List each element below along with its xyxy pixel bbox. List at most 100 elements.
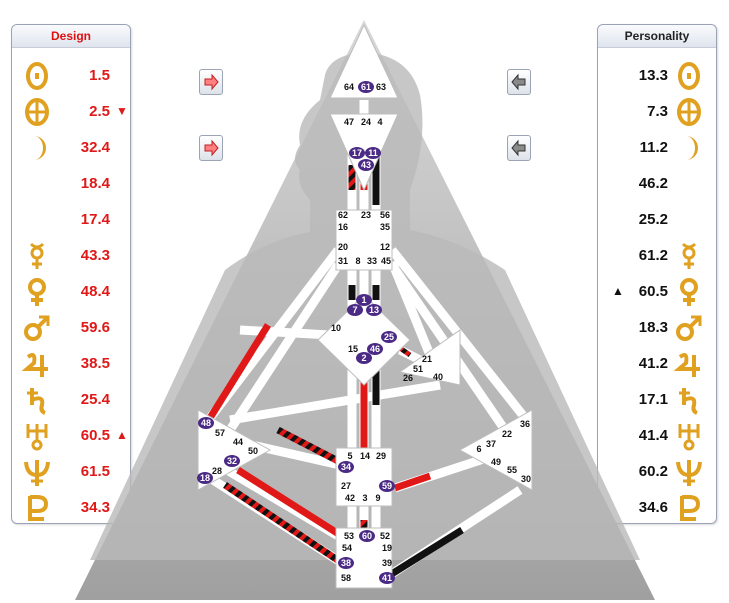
mercury-icon xyxy=(29,242,45,269)
throat-center xyxy=(335,209,393,271)
design-value: 34.3 xyxy=(80,499,110,516)
gate-7: 7 xyxy=(352,305,357,315)
gate-33: 33 xyxy=(367,256,377,266)
gate-11: 11 xyxy=(368,148,378,158)
jupiter-icon xyxy=(674,353,700,377)
active-channels xyxy=(207,150,464,578)
gate-5: 5 xyxy=(347,451,352,461)
venus-icon xyxy=(28,278,46,306)
active-gate-marker xyxy=(349,147,365,159)
design-value: 48.4 xyxy=(80,283,110,300)
gate-22: 22 xyxy=(502,429,512,439)
active-gate-marker xyxy=(197,472,213,484)
personality-row-5: 61.2 xyxy=(598,239,716,273)
gate-37: 37 xyxy=(486,439,496,449)
gate-28: 28 xyxy=(212,466,222,476)
active-gate-marker xyxy=(379,572,395,584)
active-gate-marker xyxy=(356,294,372,306)
design-value: 2.5 xyxy=(89,103,110,120)
mars-icon xyxy=(676,315,702,341)
design-row-7: 59.6 xyxy=(12,311,130,345)
personality-row-2: 11.2 xyxy=(598,131,716,165)
personality-row-3: 46.2 xyxy=(598,167,716,201)
design-row-8: 38.5 xyxy=(12,347,130,381)
personality-row-9: 17.1 xyxy=(598,383,716,417)
design-next-button[interactable] xyxy=(199,69,223,95)
personality-row-0: 13.3 xyxy=(598,59,716,93)
gate-14: 14 xyxy=(360,451,370,461)
personality-row-10: 41.4 xyxy=(598,419,716,453)
gate-55: 55 xyxy=(507,465,517,475)
personality-value: 34.6 xyxy=(638,499,668,516)
active-gate-marker xyxy=(356,352,372,364)
personality-value: 18.3 xyxy=(638,319,668,336)
neptune-icon xyxy=(24,460,50,486)
gate-52: 52 xyxy=(380,531,390,541)
gate-30: 30 xyxy=(521,474,531,484)
saturn-icon xyxy=(27,388,46,415)
active-gate-marker xyxy=(347,304,363,316)
heart-center xyxy=(398,329,461,386)
design-value: 18.4 xyxy=(80,175,110,192)
gate-27: 27 xyxy=(341,481,351,491)
gate-58: 58 xyxy=(341,573,351,583)
gate-18: 18 xyxy=(200,473,210,483)
personality-row-12: 34.6 xyxy=(598,491,716,525)
sun-icon xyxy=(678,62,700,90)
gate-56: 56 xyxy=(380,210,390,220)
gate-3: 3 xyxy=(362,493,367,503)
personality-row-1: 7.3 xyxy=(598,95,716,129)
design-value: 17.4 xyxy=(80,211,110,228)
gate-39: 39 xyxy=(382,558,392,568)
gate-54: 54 xyxy=(342,543,352,553)
design-row-3: 18.4 xyxy=(12,167,130,201)
gate-1: 1 xyxy=(361,295,366,305)
gate-2: 2 xyxy=(361,353,366,363)
personality-value: 41.2 xyxy=(638,355,668,372)
sacral-center xyxy=(335,447,393,507)
gate-26: 26 xyxy=(403,373,413,383)
active-gate-marker xyxy=(198,417,214,429)
design-row-4: 17.4 xyxy=(12,203,130,237)
personality-value: 46.2 xyxy=(638,175,668,192)
gate-41: 41 xyxy=(382,573,392,583)
gate-53: 53 xyxy=(344,531,354,541)
personality-value: 11.2 xyxy=(639,139,668,156)
design-row-11: 61.5 xyxy=(12,455,130,489)
exalted-icon: ▲ xyxy=(612,284,624,298)
personality-prev-button[interactable] xyxy=(507,69,531,95)
personality-row-11: 60.2 xyxy=(598,455,716,489)
design-value: 32.4 xyxy=(80,139,110,156)
active-gate-marker xyxy=(381,331,397,343)
gate-63: 63 xyxy=(376,82,386,92)
gate-24: 24 xyxy=(361,117,371,127)
exalted-icon: ▲ xyxy=(116,428,128,442)
gate-59: 59 xyxy=(382,481,392,491)
arrow-right-icon xyxy=(204,73,219,91)
design-next-button-2[interactable] xyxy=(199,135,223,161)
gate-61: 61 xyxy=(361,82,371,92)
active-gate-marker xyxy=(379,480,395,492)
active-gate-marker xyxy=(367,343,383,355)
personality-prev-button-2[interactable] xyxy=(507,135,531,161)
personality-title: Personality xyxy=(598,25,716,48)
design-row-12: 34.3 xyxy=(12,491,130,525)
gate-31: 31 xyxy=(338,256,348,266)
gate-46: 46 xyxy=(370,344,380,354)
design-value: 38.5 xyxy=(80,355,110,372)
gate-10: 10 xyxy=(331,323,341,333)
gate-43: 43 xyxy=(361,160,371,170)
gate-25: 25 xyxy=(384,332,394,342)
g-center xyxy=(317,294,411,386)
gate-47: 47 xyxy=(344,117,354,127)
personality-value: 61.2 xyxy=(638,247,668,264)
design-row-2: 32.4 xyxy=(12,131,130,165)
gate-50: 50 xyxy=(248,446,258,456)
active-gate-marker xyxy=(359,530,375,542)
design-row-6: 48.4 xyxy=(12,275,130,309)
gate-35: 35 xyxy=(380,222,390,232)
active-gate-marker xyxy=(338,557,354,569)
design-row-9: 25.4 xyxy=(12,383,130,417)
